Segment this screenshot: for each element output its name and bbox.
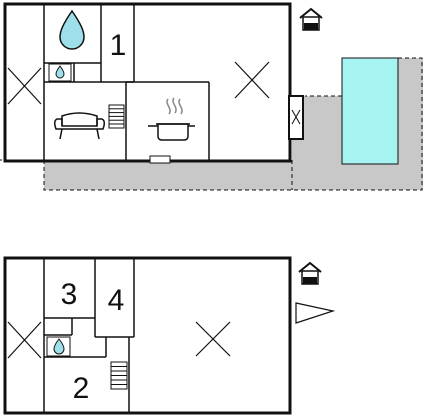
house-icon [299,7,323,31]
sofa-icon [53,112,106,140]
door-icon [149,155,171,164]
ground-floor-interior-walls [43,4,210,161]
open-space-mark [195,321,231,357]
water-drop-icon [59,9,85,50]
terrace-door [288,95,304,140]
stairs-icon [110,361,128,390]
open-space-mark [7,321,42,359]
small-water-drop-icon [48,63,72,82]
compass-arrow-icon [295,302,336,324]
upper-floor-outer-wall [3,256,292,415]
stairs-icon [108,104,125,129]
ground-floor-outer-wall [3,2,292,163]
room-label: 1 [110,29,127,62]
upper-floor: 3 4 2 [3,256,336,415]
room-label: 4 [108,284,125,317]
cooking-pot-icon [148,97,195,141]
swimming-pool [341,57,399,165]
open-space-mark [7,67,42,105]
room-label: 2 [73,372,90,405]
ground-floor: 1 [0,2,423,191]
room-label: 3 [61,278,78,311]
open-space-mark [234,61,270,99]
upper-floor-interior-walls [43,258,135,413]
small-water-drop-icon [46,336,71,357]
house-icon [298,261,322,285]
